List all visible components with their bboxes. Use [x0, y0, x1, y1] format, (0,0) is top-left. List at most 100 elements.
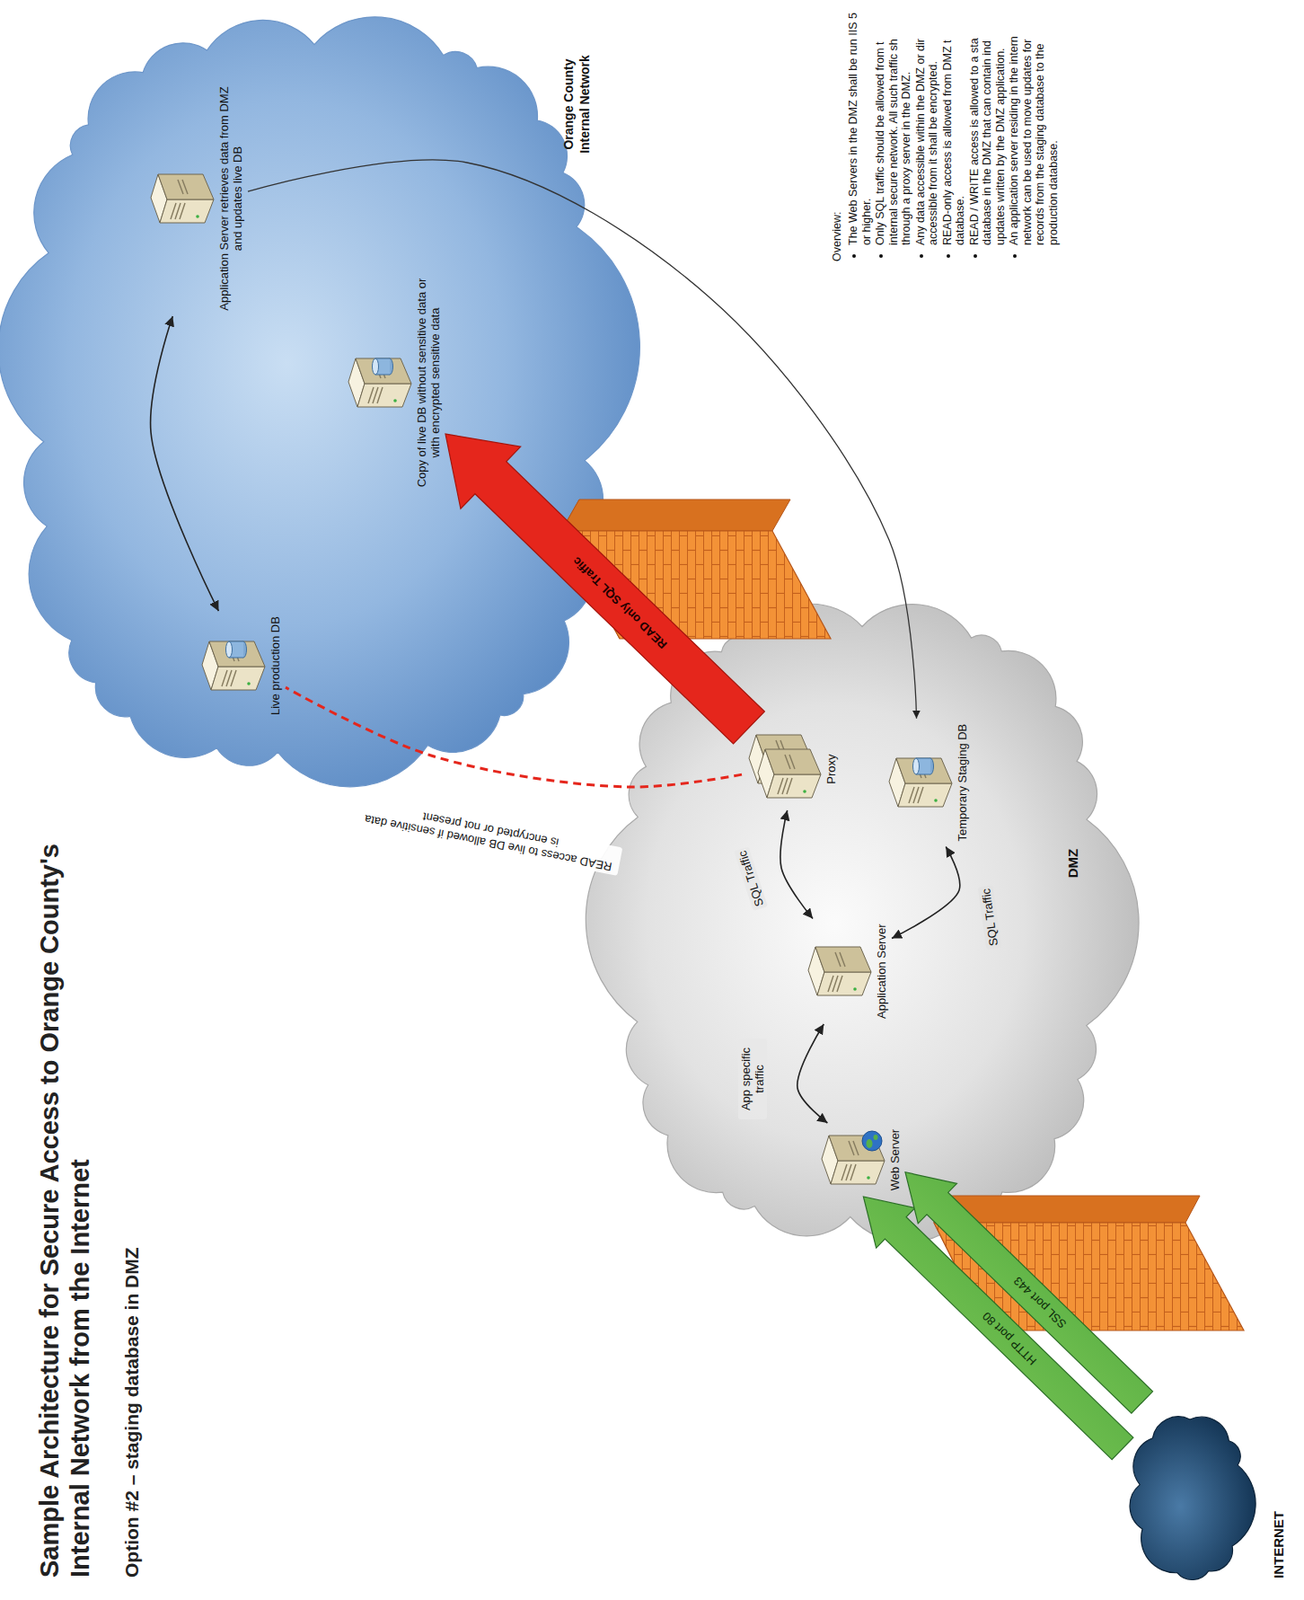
- server-side: [355, 358, 412, 384]
- web-server: Web Server: [812, 1122, 906, 1197]
- server-led: [933, 798, 938, 802]
- server-icon-svg: [816, 1127, 889, 1191]
- node-label: Application Server: [874, 924, 889, 1020]
- server-front: [357, 383, 412, 407]
- server-icon: [808, 946, 872, 996]
- overview-bullet: The Web Servers in the DMZ shall be run …: [846, 9, 873, 246]
- server-front: [817, 971, 872, 996]
- server-body: [757, 748, 821, 798]
- server-slot: [828, 975, 834, 992]
- server-slot: [372, 387, 379, 404]
- server-slot: [832, 975, 838, 992]
- overview-heading: Overview:: [830, 9, 845, 262]
- server-icon-svg: [745, 732, 825, 805]
- cylinder-top: [913, 757, 920, 775]
- proxy-server: Proxy: [741, 727, 842, 811]
- server-side: [209, 641, 265, 667]
- server-slot: [179, 202, 186, 220]
- server-led: [802, 789, 807, 793]
- overview-bullet: An application server residing in the in…: [1007, 9, 1060, 246]
- edge-label: READ access to live DB allowed if sensit…: [356, 796, 624, 876]
- overview-notes: Overview: The Web Servers in the DMZ sha…: [830, 9, 1061, 262]
- server-slot: [782, 777, 788, 794]
- server-slot: [853, 1140, 859, 1155]
- server-front: [766, 774, 821, 798]
- server-icon: [748, 734, 821, 798]
- node-label: Proxy: [824, 753, 838, 784]
- server-side: [896, 757, 952, 784]
- overview-list: The Web Servers in the DMZ shall be run …: [846, 9, 1060, 262]
- server-body: [889, 757, 952, 807]
- cylinder-top: [372, 358, 379, 375]
- server-slot: [226, 669, 232, 687]
- server-icon-svg: [145, 167, 218, 230]
- server-side: [765, 748, 821, 775]
- server-slot: [177, 179, 184, 194]
- server-slot: [789, 754, 795, 769]
- cylinder-top: [226, 641, 233, 658]
- diagram-title: Sample Architecture for Secure Access to…: [34, 813, 96, 1578]
- cloud-label: Orange County Internal Network: [560, 41, 593, 168]
- database-server: Copy of live DB without sensitive data o…: [339, 269, 446, 496]
- server-led: [246, 681, 251, 686]
- server-body: [150, 174, 214, 223]
- firewall-side: [933, 1195, 1200, 1223]
- overview-bullet: READ / WRITE access is allowed to a sta …: [968, 9, 1008, 246]
- server-icon-svg: [802, 939, 875, 1003]
- cloud-outline: [1122, 1401, 1289, 1591]
- firewall: [561, 499, 831, 639]
- overview-heading-area: Overview:: [830, 9, 845, 262]
- server-side: [815, 946, 872, 972]
- node-label: Application Server retrieves data from D…: [217, 86, 245, 311]
- node-label: Web Server: [888, 1128, 902, 1190]
- server-slot: [841, 1163, 847, 1181]
- server-icon: [821, 1130, 885, 1184]
- server-led: [853, 986, 857, 991]
- server-slot: [777, 777, 784, 794]
- server-icon: [889, 757, 952, 807]
- server-slot: [786, 777, 793, 794]
- node-label: Temporary Staging DB: [955, 723, 970, 842]
- server-slot: [784, 754, 791, 769]
- server-body: [808, 946, 872, 996]
- edge-label: App specific traffic: [738, 1038, 767, 1119]
- overview-bullet: READ-only access is allowed from DMZ t d…: [941, 9, 968, 246]
- cloud-label-anchor: INTERNET: [1270, 1510, 1287, 1578]
- server-slot: [377, 387, 383, 404]
- server-front: [211, 666, 265, 690]
- server-icon: [150, 174, 214, 223]
- internal-network-cloud: Orange County Internal NetworkLive produ…: [17, 18, 611, 778]
- server-slot: [835, 951, 841, 967]
- node-label: Live production DB: [268, 616, 282, 715]
- server-led: [195, 214, 200, 219]
- edge-label-anchor: READ access to live DB allowed if sensit…: [356, 796, 624, 876]
- server-slot: [917, 786, 924, 803]
- globe-land: [873, 1134, 879, 1140]
- application-server: Application Server: [799, 918, 892, 1025]
- server-slot: [913, 786, 919, 803]
- server-slot: [837, 975, 843, 992]
- database-server: Temporary Staging DB: [880, 718, 973, 847]
- server-icon: [202, 641, 265, 690]
- edge-label-anchor: App specific traffic: [738, 1038, 767, 1119]
- server-icon: [348, 358, 412, 407]
- server-slot: [845, 1163, 852, 1181]
- cloud-label-anchor: Orange County Internal Network: [560, 41, 593, 168]
- server-body: [202, 641, 265, 690]
- cloud-label-anchor: DMZ: [1065, 848, 1082, 879]
- server-slot: [850, 1163, 856, 1181]
- node-label: Copy of live DB without sensitive data o…: [414, 274, 442, 491]
- cloud-shape: [585, 603, 1139, 1243]
- firewall-side: [561, 499, 791, 531]
- firewall: [933, 1195, 1244, 1331]
- cloud-label: DMZ: [1065, 848, 1082, 879]
- title-area: Sample Architecture for Secure Access to…: [34, 813, 96, 1578]
- server-led: [393, 398, 397, 403]
- overview-bullet: Any data accessible within the DMZ or di…: [914, 9, 941, 246]
- server-slot: [839, 951, 846, 967]
- server-slot: [170, 202, 177, 220]
- overview-bullet: Only SQL traffic should be allowed from …: [873, 9, 914, 246]
